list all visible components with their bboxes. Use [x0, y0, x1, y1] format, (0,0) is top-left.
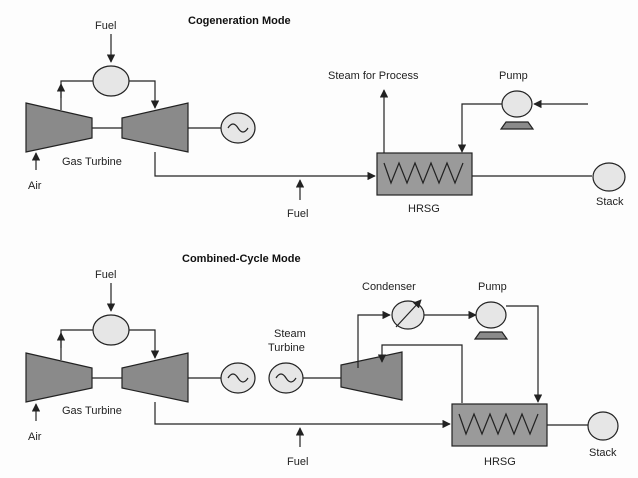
- combined-cycle-title: Combined-Cycle Mode: [182, 253, 301, 265]
- cogen-steam-for-process-label: Steam for Process: [328, 70, 419, 82]
- cogen-compressor: [25, 102, 93, 153]
- cc-steam-generator-sine-icon: [275, 373, 297, 383]
- cc-steam-turbine-label-2: Turbine: [268, 342, 305, 354]
- cogen-fuel-top-label: Fuel: [95, 20, 116, 32]
- combined-cycle-section: Combined-Cycle Mode Fuel Air Gas Turbine…: [25, 253, 619, 468]
- cogen-stack-label: Stack: [596, 196, 624, 208]
- cc-stack: [587, 411, 619, 441]
- cc-pump: [475, 301, 507, 329]
- cogen-combustor-to-turbine: [129, 80, 160, 109]
- cogen-generator-sine-icon: [227, 123, 249, 133]
- cc-steam-turbine: [340, 351, 403, 401]
- cc-steam-turbine-label-1: Steam: [274, 328, 306, 340]
- cogen-hrsg: [376, 152, 473, 196]
- cogeneration-section: Cogeneration Mode Fuel Air Gas Turbine F…: [25, 15, 626, 220]
- cogen-turbine: [121, 102, 189, 153]
- cogen-air-label: Air: [28, 180, 42, 192]
- cc-condenser-label: Condenser: [362, 281, 416, 293]
- cc-pump-to-hrsg: [506, 305, 543, 403]
- cc-exhaust-line: [154, 402, 451, 429]
- cc-pump-label: Pump: [478, 281, 507, 293]
- cc-hrsg-to-steam-turbine: [377, 344, 463, 403]
- cogen-pump-to-hrsg: [457, 103, 502, 153]
- cc-condenser-cooling-icon: [395, 299, 422, 328]
- cogeneration-title: Cogeneration Mode: [188, 15, 291, 27]
- cogen-fuel-bottom-label: Fuel: [287, 208, 308, 220]
- cc-hrsg-label: HRSG: [484, 456, 516, 468]
- cc-pump-base: [473, 331, 509, 340]
- cogen-hrsg-label: HRSG: [408, 203, 440, 215]
- cc-steam-to-condenser: [357, 310, 391, 368]
- cc-hrsg-coil: [458, 412, 539, 436]
- cc-air-label: Air: [28, 431, 42, 443]
- cogen-pump-base: [499, 121, 535, 130]
- cogen-gas-turbine-label: Gas Turbine: [62, 156, 122, 168]
- cc-gas-turbine-label: Gas Turbine: [62, 405, 122, 417]
- cc-hrsg: [451, 403, 548, 447]
- cc-stack-label: Stack: [589, 447, 617, 459]
- cogen-exhaust-line: [154, 152, 376, 181]
- cc-gas-turbine: [121, 352, 189, 403]
- cc-gas-generator-sine-icon: [227, 373, 249, 383]
- cogen-hrsg-coil: [383, 161, 464, 185]
- cogen-pump: [501, 90, 533, 118]
- cc-fuel-top-label: Fuel: [95, 269, 116, 281]
- cc-condenser: [391, 300, 425, 330]
- cogen-compressor-to-combustor: [60, 80, 93, 110]
- cc-compressor: [25, 352, 93, 403]
- cc-fuel-bottom-label: Fuel: [287, 456, 308, 468]
- cc-combustor-to-turbine: [129, 329, 160, 359]
- cogen-stack: [592, 162, 626, 192]
- cc-combustor: [92, 314, 130, 346]
- cc-compressor-to-combustor: [60, 329, 93, 360]
- cogen-pump-label: Pump: [499, 70, 528, 82]
- cogen-combustor: [92, 65, 130, 97]
